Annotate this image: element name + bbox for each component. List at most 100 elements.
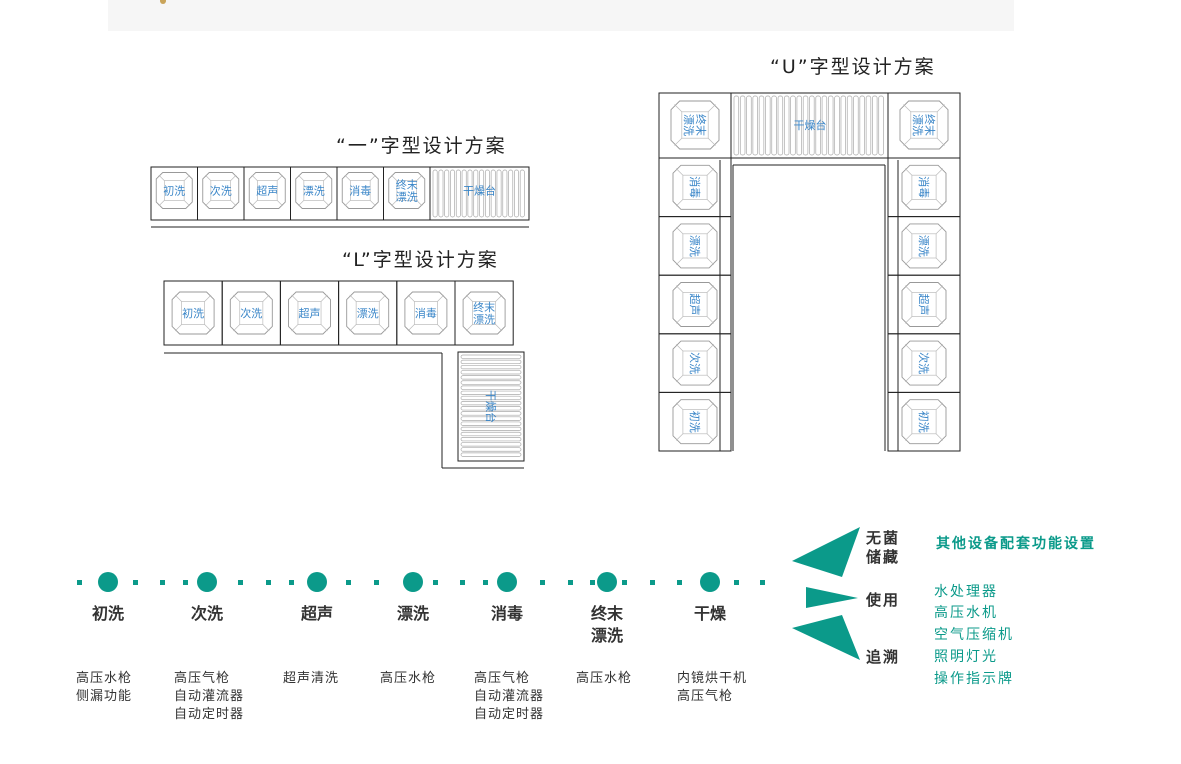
flow-dot (568, 580, 573, 585)
drying-rack-icon (733, 95, 884, 156)
flow-dot (289, 580, 294, 585)
yi-layout-title: “一”字型设计方案 (336, 135, 507, 157)
stage-equipment: 高压气枪 自动灌流器 自动定时器 (174, 671, 245, 722)
sink-basin-icon (388, 172, 426, 209)
function-item: 水处理器 (934, 584, 998, 600)
flow-dot (183, 580, 188, 585)
stage-label: 终末 漂洗 (590, 604, 623, 645)
unit-label: 干燥台 (794, 118, 827, 132)
sink-basin-icon (341, 172, 379, 209)
stage-equipment: 内镜烘干机 高压气枪 (677, 671, 748, 704)
drying-rack-icon (460, 354, 522, 457)
stage-label: 消毒 (490, 604, 523, 623)
sink-basin-icon (346, 291, 390, 335)
header-mark-icon (160, 0, 166, 4)
sink-basin-icon (901, 340, 947, 386)
stage-equipment: 超声清洗 (283, 671, 340, 686)
unit-label: 终末漂洗 (911, 114, 937, 136)
sink-basin-icon (901, 164, 947, 210)
unit-label: 初洗 (163, 184, 185, 198)
sink-basin-icon (672, 340, 718, 386)
flow-node (597, 572, 617, 592)
unit-label: 漂洗 (688, 235, 701, 257)
drying-rack-icon (432, 169, 525, 218)
flow-dot (590, 580, 595, 585)
unit-label: 终末漂洗 (473, 300, 495, 326)
sink-basin-icon (229, 291, 273, 335)
stage-equipment: 高压气枪 自动灌流器 自动定时器 (474, 671, 545, 722)
unit-label: 超声 (256, 184, 278, 198)
yi-dryer-cell (429, 166, 530, 221)
sink-basin-icon (672, 399, 718, 445)
flow-dot (433, 580, 438, 585)
unit-label: 次洗 (240, 306, 262, 320)
flow-node (700, 572, 720, 592)
unit-label: 消毒 (349, 184, 371, 198)
stage-label: 次洗 (190, 604, 223, 623)
flow-node (403, 572, 423, 592)
unit-label: 漂洗 (303, 185, 325, 198)
l-dryer-cell (457, 351, 525, 462)
unit-label: 超声 (299, 306, 321, 320)
flow-dot (760, 580, 765, 585)
flow-dot (77, 580, 82, 585)
unit-label: 超声 (917, 294, 931, 316)
sink-basin-icon (899, 100, 949, 150)
unit-label: 初洗 (917, 411, 931, 433)
sink-basin-icon (670, 100, 720, 150)
sink-basin-icon (462, 291, 506, 335)
flow-node (98, 572, 118, 592)
unit-label: 漂洗 (357, 307, 379, 320)
unit-label: 次洗 (688, 352, 702, 374)
flow-dot (677, 580, 682, 585)
unit-label: 漂洗 (917, 235, 930, 257)
flow-dot (650, 580, 655, 585)
arrow-right-icon (806, 587, 858, 608)
sink-basin-icon (901, 399, 947, 445)
flow-dot (346, 580, 351, 585)
use-label: 使用 (866, 591, 901, 609)
unit-label: 干燥台 (484, 390, 498, 423)
sink-basin-icon (404, 291, 448, 335)
unit-label: 消毒 (688, 176, 702, 198)
sterile-storage-label: 无菌 储藏 (866, 529, 901, 566)
arrow-down-icon (792, 615, 860, 660)
stage-label: 超声 (300, 604, 333, 623)
stage-equipment: 高压水枪 (380, 671, 437, 686)
unit-label: 初洗 (182, 306, 204, 320)
unit-label: 终末漂洗 (396, 178, 418, 204)
unit-label: 次洗 (210, 184, 232, 198)
arrow-up-icon (792, 527, 860, 577)
sink-basin-icon (901, 282, 947, 327)
u-layout-title: “U”字型设计方案 (770, 56, 936, 78)
l-unit-cell (454, 280, 514, 346)
unit-label: 消毒 (415, 306, 437, 320)
trace-label: 追溯 (866, 648, 901, 666)
sink-basin-icon (672, 282, 718, 327)
function-item: 照明灯光 (934, 649, 998, 665)
flow-dot (460, 580, 465, 585)
sink-basin-icon (248, 172, 286, 209)
flow-dot (622, 580, 627, 585)
unit-label: 超声 (688, 294, 702, 316)
unit-label: 初洗 (688, 411, 702, 433)
stage-equipment: 高压水枪 (576, 671, 633, 686)
flow-node (307, 572, 327, 592)
sink-basin-icon (672, 164, 718, 210)
support-title: 其他设备配套功能设置 (936, 536, 1096, 552)
flow-dot (540, 580, 545, 585)
flow-dot (266, 580, 271, 585)
flow-dot (734, 580, 739, 585)
stage-label: 漂洗 (396, 604, 429, 623)
flow-dot (133, 580, 138, 585)
sink-basin-icon (288, 291, 331, 335)
stage-label: 干燥 (693, 604, 726, 623)
flow-node (497, 572, 517, 592)
flow-dot (483, 580, 488, 585)
unit-label: 终末漂洗 (682, 114, 708, 136)
unit-label: 次洗 (917, 352, 931, 374)
l-layout-title: “L”字型设计方案 (342, 249, 499, 271)
function-item: 高压水机 (934, 605, 998, 621)
